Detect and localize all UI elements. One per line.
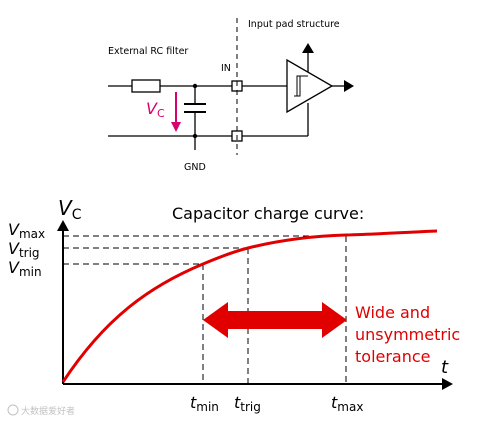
charge-curve (61, 229, 438, 383)
vmax-label: Vmax (8, 220, 45, 241)
tmin-label: tmin (190, 393, 219, 414)
tolerance-arrow (203, 302, 347, 338)
filter-label: External RC filter (108, 46, 188, 57)
in-label: IN (221, 63, 231, 74)
watermark: 大数据爱好者 (7, 404, 75, 417)
watermark-text: 大数据爱好者 (21, 405, 75, 417)
schmitt-buffer (286, 58, 334, 114)
supply-arrowhead (302, 43, 314, 53)
tmax-label: tmax (331, 393, 363, 414)
y-axis-arrowhead (57, 220, 69, 231)
output-arrowhead (344, 80, 354, 92)
hysteresis-icon (294, 75, 308, 97)
resistor (131, 79, 161, 93)
x-axis-label: t (441, 357, 449, 378)
gnd-label: GND (184, 162, 206, 173)
vtrig-label: Vtrig (8, 239, 40, 260)
vmin-label: Vmin (8, 258, 42, 279)
tolerance-annotation: Wide and unsymmetric tolerance (355, 303, 465, 366)
vc-arrowhead (171, 122, 181, 132)
ttrig-label: ttrig (234, 393, 261, 414)
watermark-logo-icon (7, 404, 19, 416)
graph-title: Capacitor charge curve: (172, 204, 364, 223)
vc-label: VC (146, 99, 165, 120)
pad-label: Input pad structure (248, 19, 340, 30)
charge-graph: VC t Capacitor charge curve: Vmax Vtrig … (8, 196, 465, 414)
x-axis-arrowhead (442, 378, 453, 390)
rc-circuit: External RC filter Input pad structure I… (108, 18, 354, 173)
y-axis-label: VC (58, 196, 82, 223)
